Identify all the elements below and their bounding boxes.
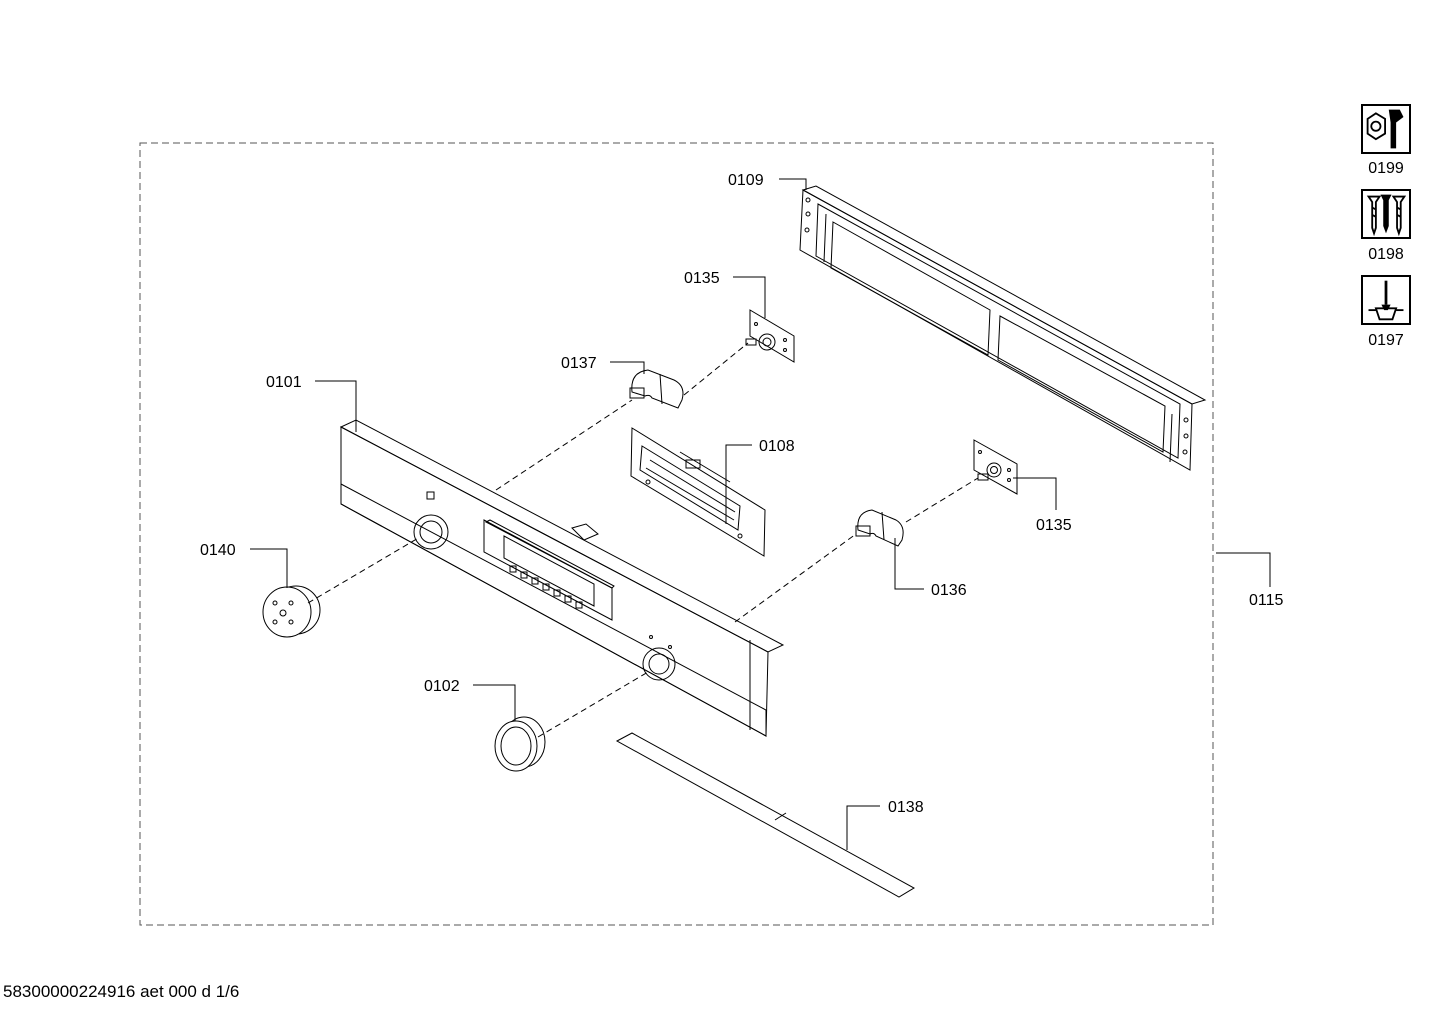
leader-line xyxy=(250,548,288,588)
assembly-line xyxy=(307,536,421,604)
assembly-boundary-0115 xyxy=(139,142,1214,926)
leader-line xyxy=(779,178,807,190)
leader-line xyxy=(1013,477,1057,510)
part-0109-support-frame xyxy=(799,185,1207,471)
leader-line xyxy=(1216,552,1271,587)
callout-0136: 0136 xyxy=(931,582,967,599)
callout-0109: 0109 xyxy=(728,172,764,189)
tool-code-0198: 0198 xyxy=(1368,246,1404,263)
leader-line xyxy=(610,361,645,374)
callout-0137: 0137 xyxy=(561,355,597,372)
assembly-line xyxy=(734,533,857,623)
callout-0101: 0101 xyxy=(266,374,302,391)
part-0138-cover-strip xyxy=(615,732,916,898)
tool-code-0199: 0199 xyxy=(1368,160,1404,177)
leader-line xyxy=(733,276,766,318)
callout-0138: 0138 xyxy=(888,799,924,816)
leader-line xyxy=(315,380,357,420)
assembly-line xyxy=(683,342,749,396)
part-0102-knob-ring xyxy=(494,716,546,772)
assembly-line xyxy=(537,671,649,738)
part-0140-control-knob xyxy=(262,585,321,638)
part-0135-encoder-top xyxy=(745,309,795,363)
assembly-line xyxy=(495,399,633,491)
nut-wrench-icon xyxy=(1361,104,1411,154)
assembly-line xyxy=(905,477,979,523)
part-0137-knob-bracket xyxy=(629,369,684,409)
tool-code-0197: 0197 xyxy=(1368,332,1404,349)
leader-line xyxy=(894,538,924,590)
part-0136-knob-bracket xyxy=(855,509,904,547)
screwdriver-icon xyxy=(1361,275,1411,325)
callout-0108: 0108 xyxy=(759,438,795,455)
callout-0135-top: 0135 xyxy=(684,270,720,287)
leader-line xyxy=(846,805,880,850)
leader-line xyxy=(725,444,752,524)
callout-0102: 0102 xyxy=(424,678,460,695)
screws-icon xyxy=(1361,189,1411,239)
part-0101-control-panel xyxy=(339,419,785,737)
callout-0115: 0115 xyxy=(1249,592,1284,609)
part-0135-encoder-right xyxy=(973,439,1018,495)
document-id: 58300000224916 aet 000 d 1/6 xyxy=(3,982,240,1001)
part-0108-display-board xyxy=(630,427,766,557)
callout-0140: 0140 xyxy=(200,542,236,559)
callout-0135-right: 0135 xyxy=(1036,517,1072,534)
leader-line xyxy=(473,684,516,721)
